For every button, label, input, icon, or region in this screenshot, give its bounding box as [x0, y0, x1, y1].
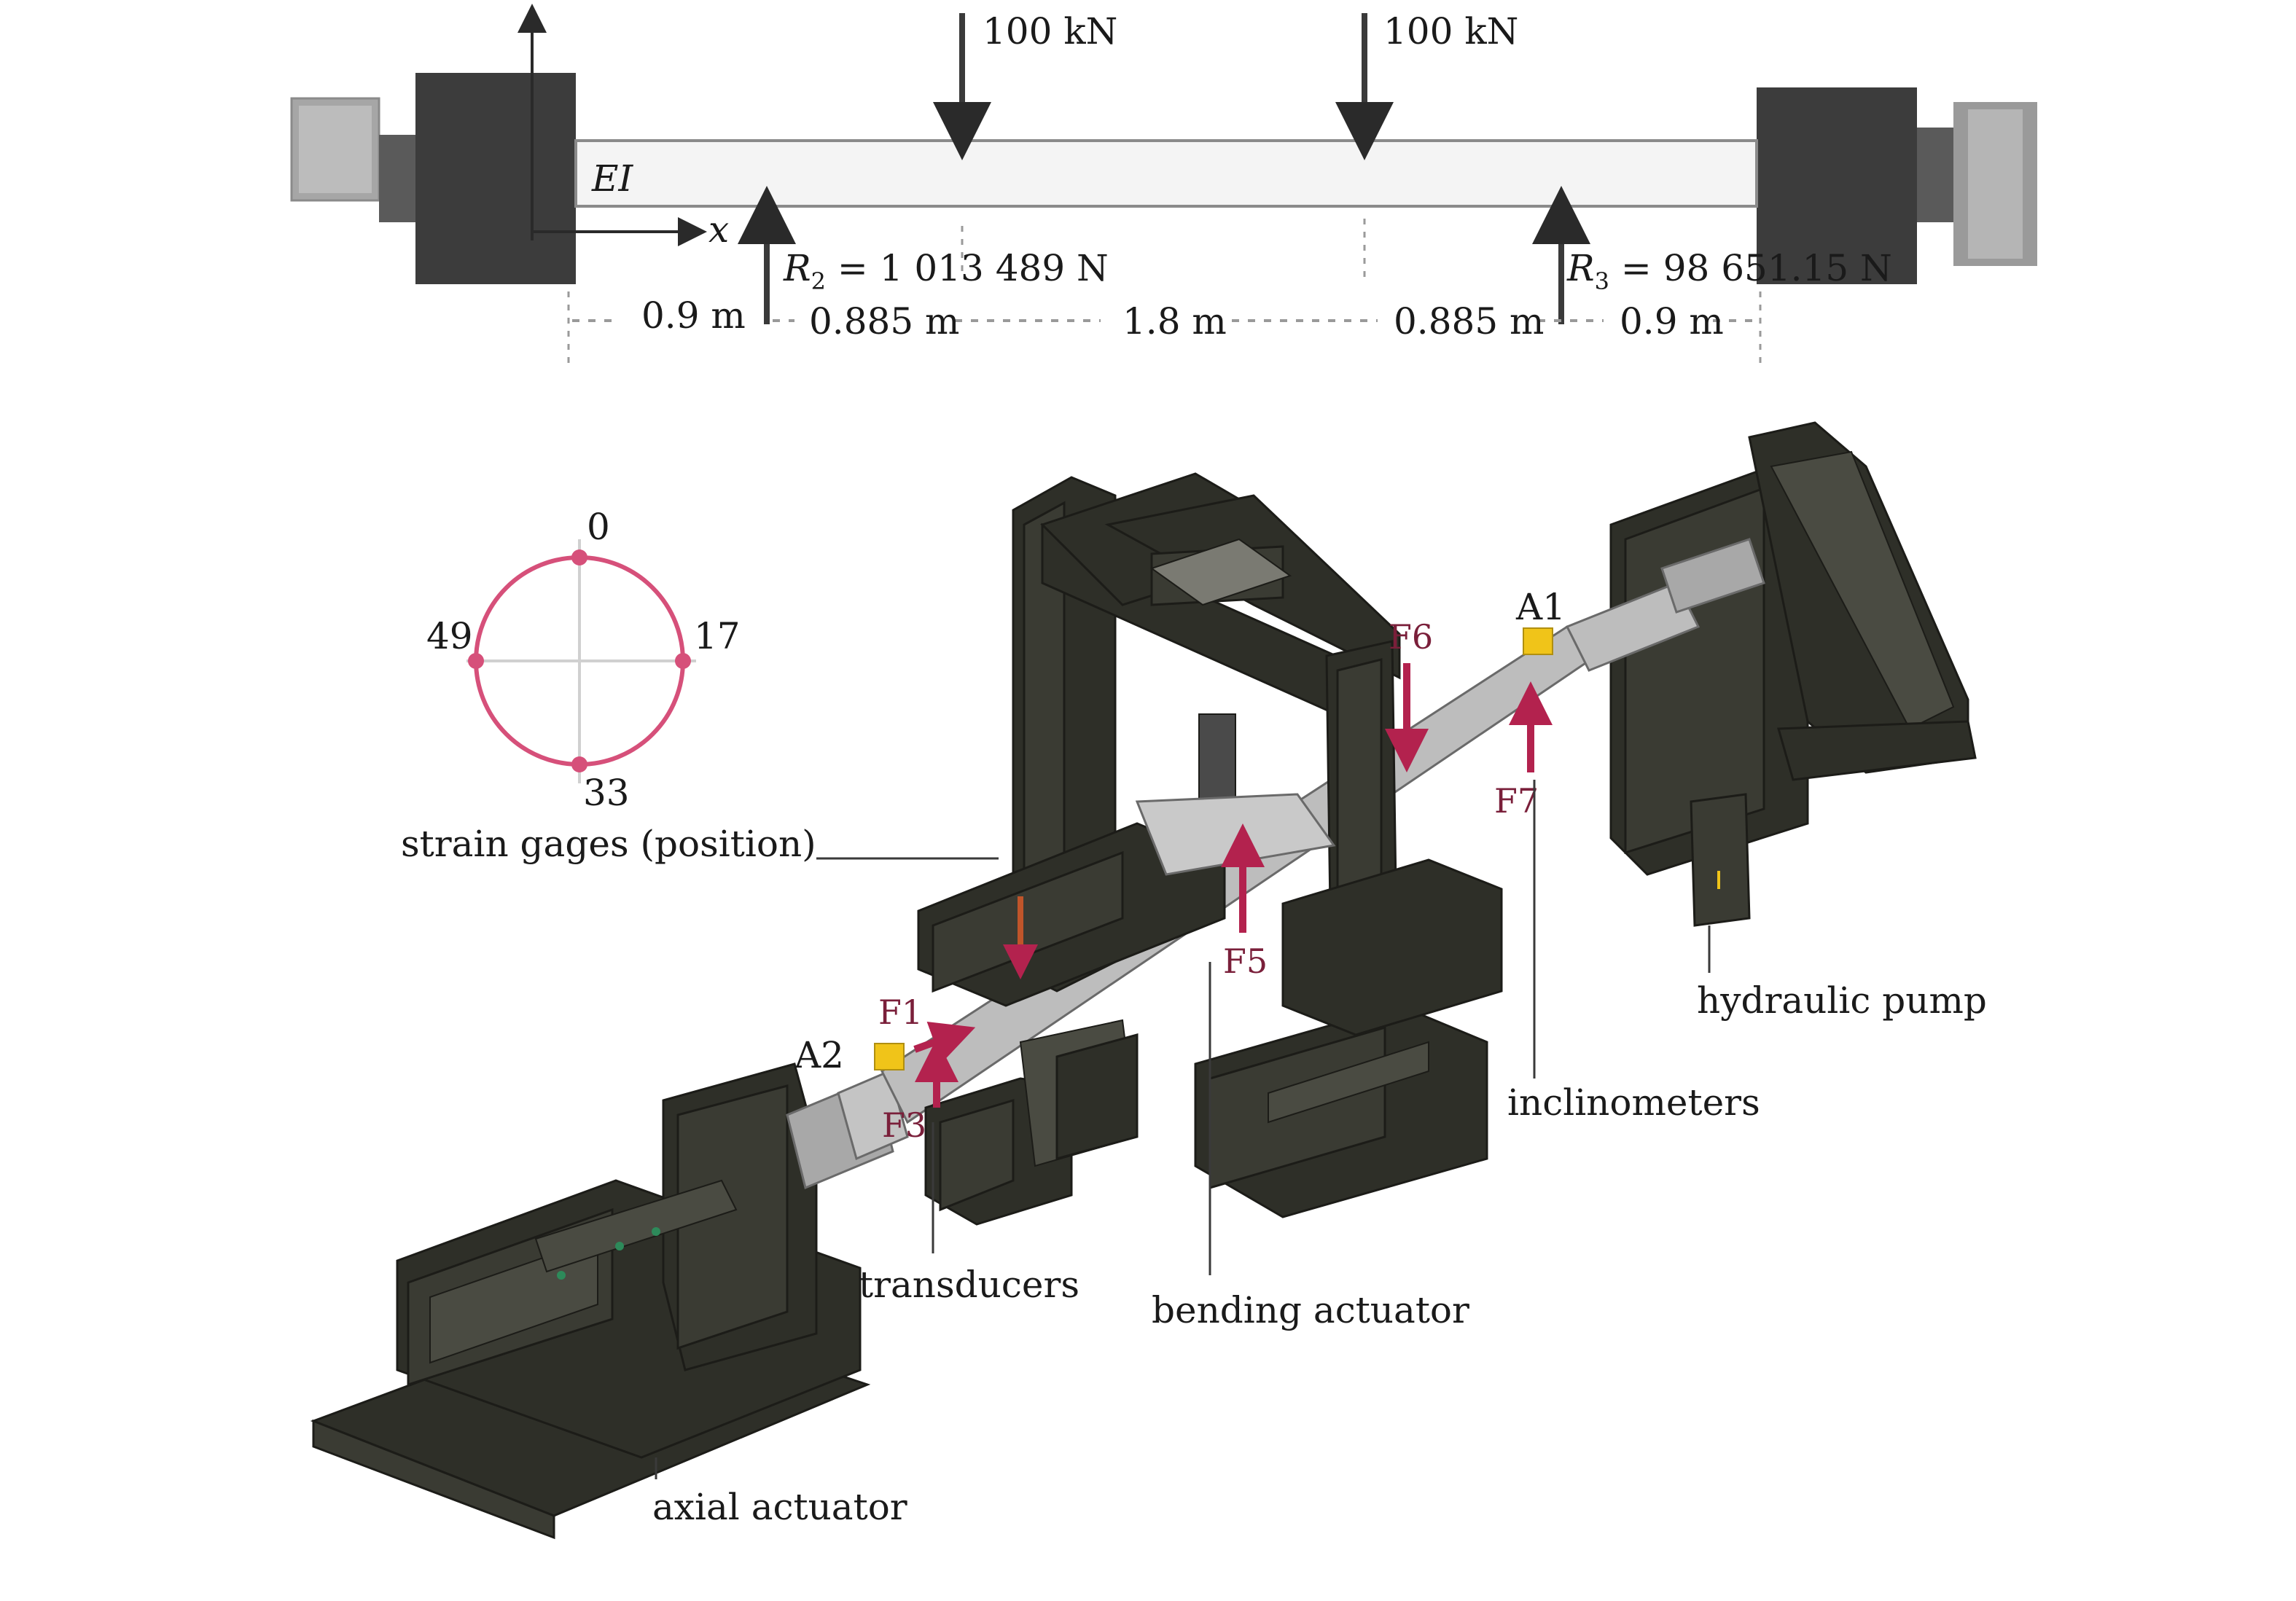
- dimension-4: 0.885 m: [1394, 300, 1544, 342]
- beam-schematic: x EI 100 kN 100 kN R2 = 1 013 489 N R3 =…: [290, 4, 2037, 364]
- load-label-right: 100 kN: [1383, 10, 1518, 52]
- reaction-label-r2: R2 = 1 013 489 N: [783, 247, 1109, 295]
- gage-label-49: 49: [426, 615, 473, 657]
- bending-frame: [917, 472, 1503, 1218]
- angle-label-a1: A1: [1515, 586, 1566, 628]
- angle-label-a2: A2: [794, 1034, 844, 1076]
- test-rig: F1 F3 F5 F6 F7 A1 A2 hydraulic pump incl…: [310, 421, 1987, 1540]
- beam: [574, 139, 1758, 208]
- actuator-mount-plate: [1149, 538, 1292, 606]
- right-cylinder: [1565, 582, 1700, 672]
- gage-dot-0: [571, 549, 587, 565]
- bending-saddle: [1135, 793, 1336, 876]
- inclinometer-a1: [1523, 627, 1553, 655]
- hydraulic-pump: [1690, 793, 1751, 927]
- label-transducers: transducers: [859, 1264, 1079, 1306]
- axial-sensor-dot-3: [652, 1227, 660, 1236]
- axial-sensor-dot-2: [615, 1242, 624, 1250]
- dimension-3: 1.8 m: [1122, 300, 1227, 342]
- gage-dot-33: [571, 756, 587, 772]
- bending-actuator-body: [1198, 713, 1236, 810]
- r3-subscript: 3: [1595, 267, 1609, 295]
- reaction-label-r3: R3 = 98 651.15 N: [1566, 247, 1892, 295]
- force-label-f3: F3: [882, 1105, 926, 1145]
- inclinometer-a2: [874, 1043, 905, 1070]
- label-bending-actuator: bending actuator: [1152, 1289, 1469, 1331]
- axial-sensor-dot-1: [557, 1271, 566, 1280]
- dimension-1: 0.9 m: [641, 294, 746, 337]
- r2-subscript: 2: [811, 267, 826, 295]
- label-inclinometers: inclinometers: [1507, 1081, 1760, 1124]
- r3-value: = 98 651.15 N: [1609, 247, 1892, 289]
- force-label-f7: F7: [1494, 781, 1539, 821]
- label-axial-actuator: axial actuator: [652, 1486, 907, 1528]
- gage-dot-17: [675, 653, 691, 669]
- strain-gages-title: strain gages (position): [401, 823, 816, 865]
- label-hydraulic-pump: hydraulic pump: [1697, 979, 1987, 1022]
- r3-symbol: R: [1566, 247, 1595, 289]
- axial-actuator-assembly: [310, 1062, 909, 1540]
- gage-dot-49: [468, 653, 484, 669]
- force-label-f6: F6: [1389, 617, 1433, 657]
- gage-label-0: 0: [587, 506, 610, 548]
- gage-label-17: 17: [694, 615, 741, 657]
- force-label-f1: F1: [878, 993, 923, 1032]
- force-label-f5: F5: [1223, 942, 1268, 981]
- r2-symbol: R: [783, 247, 811, 289]
- axial-cylinder: [837, 1069, 909, 1161]
- right-reaction-frame: [1565, 421, 1977, 876]
- left-fixed-support: [290, 73, 576, 284]
- dimension-2: 0.885 m: [809, 300, 959, 342]
- r2-value: = 1 013 489 N: [826, 247, 1109, 289]
- ei-label: EI: [591, 157, 633, 200]
- load-label-left: 100 kN: [983, 10, 1117, 52]
- strain-gage-diagram: 0 17 33 49 strain gages (position): [401, 506, 999, 865]
- transducer-support-frame: [924, 1019, 1139, 1226]
- gage-label-33: 33: [583, 772, 630, 814]
- right-fixed-support: [1757, 87, 2037, 284]
- dimension-5: 0.9 m: [1620, 300, 1724, 342]
- x-axis-label: x: [708, 208, 729, 251]
- right-cylinder-end: [1660, 538, 1765, 614]
